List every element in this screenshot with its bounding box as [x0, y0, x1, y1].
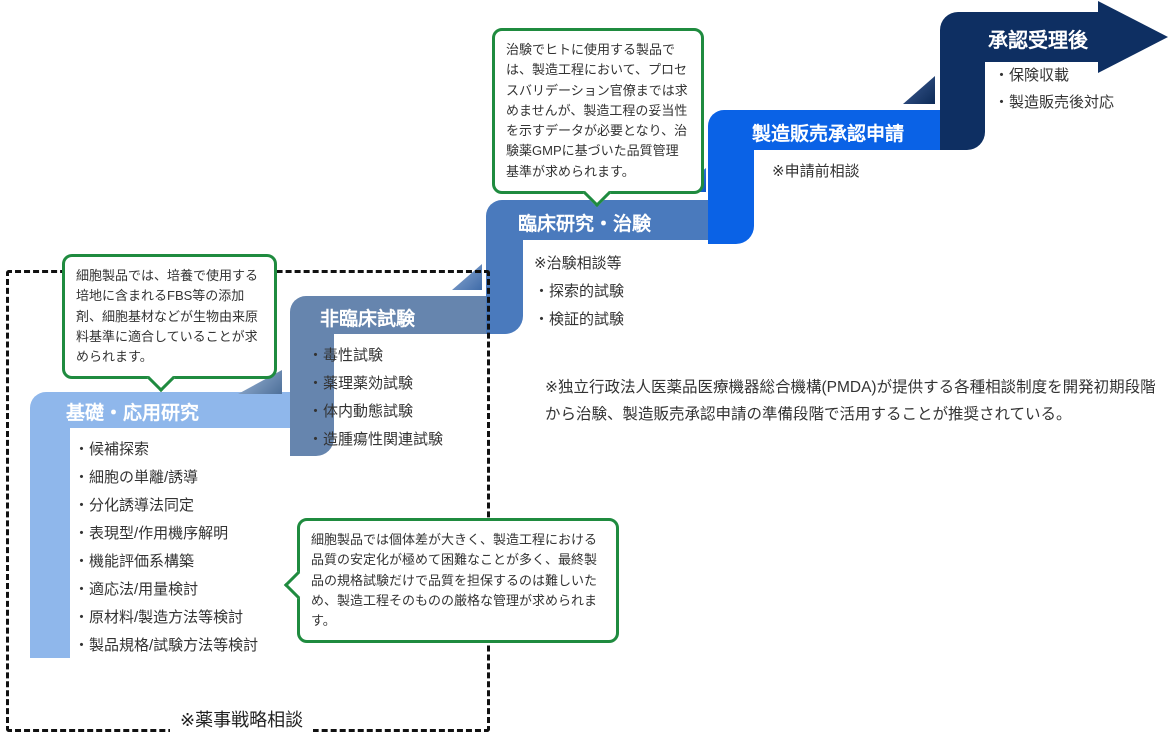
stage3-vertical-ribbon — [486, 226, 523, 334]
list-item: ・製造販売後対応 — [994, 94, 1115, 111]
step-up-triangle-icon — [903, 76, 935, 104]
list-item: ・分化誘導法同定 — [74, 497, 195, 514]
stage5-item-list: ・保険収載 ・製造販売後対応 — [994, 62, 1114, 116]
stage1-label: 基礎・応用研究 — [66, 403, 200, 424]
list-item: ・細胞の単離/誘導 — [74, 469, 199, 486]
list-item: ・造腫瘍性関連試験 — [308, 431, 444, 448]
callout-process-control: 細胞製品では個体差が大きく、製造工程における品質の安定化が極めて困難なことが多く… — [297, 518, 619, 644]
callout-text: 治験でヒトに使用する製品では、製造工程において、プロセスバリデーション官僚までは… — [506, 42, 688, 179]
list-item: ・薬理薬効試験 — [308, 375, 414, 392]
stage2-header-ribbon — [290, 296, 486, 334]
stage1-header-ribbon — [30, 392, 290, 428]
stage5-label: 承認受理後 — [988, 30, 1088, 52]
list-item: ※申請前相談 — [772, 163, 860, 180]
stage2-item-list: ・毒性試験 ・薬理薬効試験 ・体内動態試験 ・造腫瘍性関連試験 — [308, 342, 443, 454]
stage5-header-ribbon — [940, 12, 1100, 62]
list-item: ・候補探索 — [74, 441, 150, 458]
stage4-item-list: ※申請前相談 — [772, 158, 860, 186]
callout-gmp-quality: 治験でヒトに使用する製品では、製造工程において、プロセスバリデーション官僚までは… — [492, 28, 704, 194]
list-item: ・探索的試験 — [534, 283, 625, 300]
list-item: ・表現型/作用機序解明 — [74, 525, 229, 542]
callout-text: 細胞製品では、培養で使用する培地に含まれるFBS等の添加剤、細胞基材などが生物由… — [76, 268, 259, 365]
list-item: ・体内動態試験 — [308, 403, 414, 420]
stage2-label: 非臨床試験 — [320, 309, 416, 330]
list-item: ・機能評価系構築 — [74, 553, 195, 570]
stage4-vertical-ribbon — [708, 136, 754, 244]
stage1-item-list: ・候補探索 ・細胞の単離/誘導 ・分化誘導法同定 ・表現型/作用機序解明 ・機能… — [74, 436, 258, 660]
stage3-item-list: ※治験相談等 ・探索的試験 ・検証的試験 — [534, 250, 624, 334]
list-item: ・適応法/用量検討 — [74, 581, 199, 598]
callout-text: 細胞製品では個体差が大きく、製造工程における品質の安定化が極めて困難なことが多く… — [311, 532, 598, 629]
stage4-label: 製造販売承認申請 — [752, 124, 905, 145]
list-item: ・保険収載 — [994, 67, 1070, 84]
pmda-note: ※独立行政法人医薬品医療機器総合機構(PMDA)が提供する各種相談制度を開発初期… — [545, 379, 1156, 424]
list-item: ・毒性試験 — [308, 347, 384, 364]
stage3-label: 臨床研究・治験 — [518, 214, 652, 235]
stage2-vertical-ribbon — [290, 320, 334, 456]
list-item: ※治験相談等 — [534, 255, 622, 272]
callout-raw-material-standard: 細胞製品では、培養で使用する培地に含まれるFBS等の添加剤、細胞基材などが生物由… — [62, 254, 277, 380]
list-item: ・製品規格/試験方法等検討 — [74, 637, 259, 654]
list-item: ・原材料/製造方法等検討 — [74, 609, 244, 626]
stage1-vertical-ribbon — [30, 410, 70, 658]
stage4-header-ribbon — [708, 110, 940, 150]
list-item: ・検証的試験 — [534, 311, 625, 328]
dashed-boundary-label: ※薬事戦略相談 — [170, 706, 314, 732]
